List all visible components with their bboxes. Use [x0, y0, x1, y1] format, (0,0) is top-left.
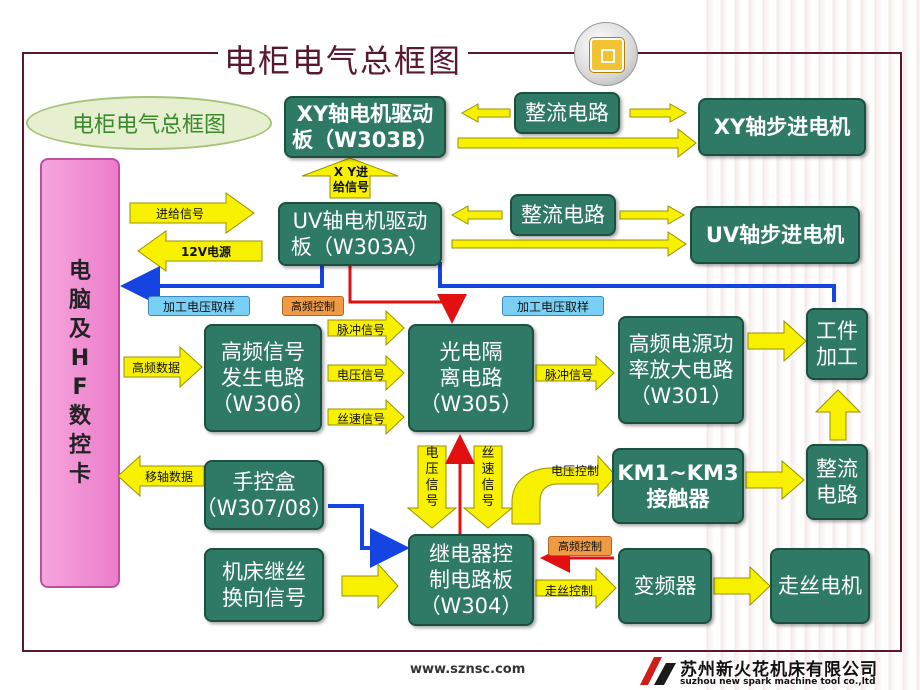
label-pulse1: 脉冲信号 [336, 322, 385, 337]
blue-voltage-sample-right [438, 262, 836, 302]
blue-voltage-sample-line [120, 262, 324, 306]
company-logo: 苏州新火花机床有限公司 suzhou new spark machine too… [640, 655, 910, 689]
label-hf-control-bottom: 高频控制 [548, 536, 612, 556]
arrow-wire-down [462, 445, 514, 529]
company-name-cn: 苏州新火花机床有限公司 [680, 660, 878, 680]
arrow-relay-to-inverter [535, 566, 617, 610]
arrow-hf-data [123, 345, 203, 389]
pc-hf-card-label: 电脑及HF数控卡 [68, 259, 91, 487]
arrow-rect-to-xyboard [460, 103, 511, 123]
arrow-rect-to-uvmotor [619, 205, 686, 225]
label-wire-speed: 丝速信号 [336, 411, 385, 426]
arrow-pulse2 [535, 354, 615, 392]
arrow-volt-sig [327, 354, 405, 392]
relay-control-board: 继电器控 制电路板 （W304） [408, 534, 534, 626]
footer-url: www.sznsc.com [410, 662, 526, 677]
arrow-12v [137, 230, 263, 272]
label-move-data: 移轴数据 [144, 469, 193, 484]
label-volt-vertical: 电 压 信 号 [425, 446, 439, 509]
arrow-move-data [117, 454, 205, 498]
wire-motor: 走丝电机 [770, 548, 870, 624]
label-pulse2: 脉冲信号 [544, 367, 593, 382]
arrow-xy-feed-up [301, 157, 399, 199]
label-volt-sig: 电压信号 [336, 367, 385, 382]
logo-icon [574, 22, 638, 86]
company-mark-icon [640, 657, 676, 685]
red-hf-control-top [348, 262, 467, 324]
arrow-km-to-rect [745, 459, 805, 501]
optical-isolation: 光电隔 离电路 （W305） [408, 324, 534, 432]
pc-hf-card-block: 电脑及HF数控卡 [40, 158, 120, 588]
rectifier-middle: 整流电路 [510, 194, 616, 236]
arrow-uvboard-to-uvmotor [451, 231, 687, 257]
label-volt-ctrl: 电压控制 [550, 463, 599, 478]
arrow-pulse1 [327, 309, 405, 347]
arrow-xyboard-to-xymotor [457, 127, 697, 159]
hf-signal-generator: 高频信号 发生电路 （W306） [204, 324, 322, 432]
arrow-rect-to-xymotor [629, 103, 688, 123]
company-name-en: suzhou new spark machine tool co.,ltd [680, 677, 876, 687]
label-feed-signal: 进给信号 [155, 206, 204, 221]
arrow-rect-to-uvboard [450, 205, 503, 225]
label-vsample-left: 加工电压取样 [148, 296, 250, 316]
label-vsample-right: 加工电压取样 [502, 296, 604, 316]
page-title: 电柜电气总框图 [218, 36, 469, 82]
subtitle-oval: 电柜电气总框图 [26, 96, 272, 150]
hf-power-amplifier: 高频电源功 率放大电路 （W301） [618, 316, 744, 424]
xy-stepper-motor: XY轴步进电机 [698, 98, 866, 156]
machine-wire-signal: 机床继丝 换向信号 [204, 548, 324, 622]
arrow-amp-to-work [747, 319, 807, 363]
arrow-inverter-to-motor [713, 565, 771, 607]
label-hf-data: 高频数据 [131, 360, 180, 375]
arrow-rectright-to-work [814, 389, 862, 441]
label-wire-vertical: 丝 速 信 号 [481, 446, 495, 509]
label-12v: 12V电源 [181, 244, 231, 259]
rectifier-top: 整流电路 [514, 92, 620, 134]
label-wire-ctrl: 走丝控制 [544, 583, 593, 598]
arrow-feed-signal [129, 192, 255, 234]
blue-handbox-to-relay [328, 504, 410, 568]
xy-driver-board: XY轴电机驱动 板（W303B） [284, 96, 446, 158]
contactor-km: KM1~KM3 接触器 [612, 448, 744, 524]
label-xy-feed: X Y进 给信号 [332, 165, 369, 194]
uv-driver-board: UV轴电机驱动 板（W303A） [278, 202, 442, 266]
arrow-machine-to-relay [341, 562, 399, 610]
uv-stepper-motor: UV轴步进电机 [690, 206, 860, 264]
handbox: 手控盒 （W307/08） [196, 460, 332, 530]
inverter: 变频器 [618, 548, 712, 624]
arrow-wire-speed [327, 398, 405, 436]
workpiece-machining: 工件 加工 [806, 308, 868, 380]
label-hf-control-top: 高频控制 [282, 296, 344, 316]
rectifier-right: 整流 电路 [806, 444, 868, 520]
